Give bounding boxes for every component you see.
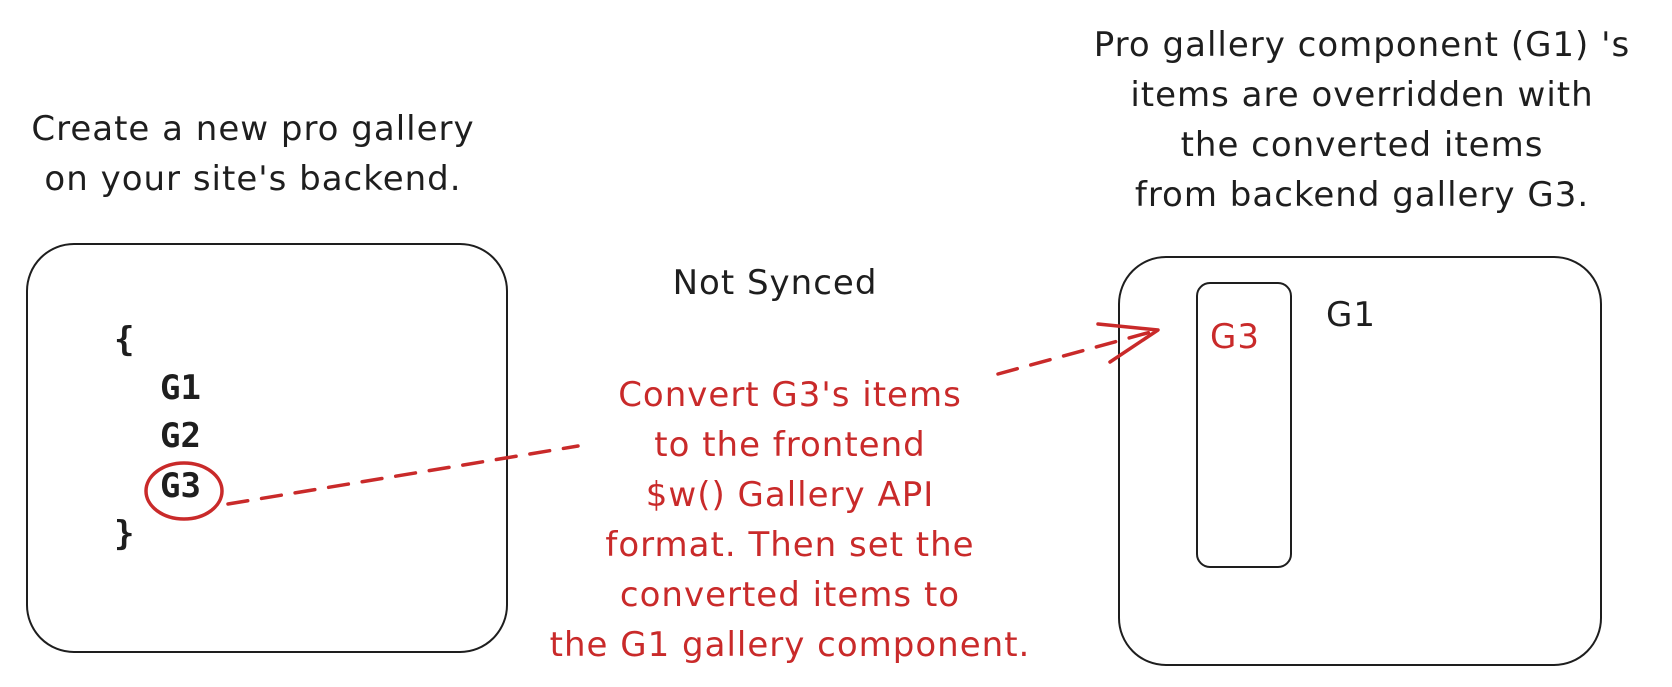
backend-gallery-box — [26, 243, 508, 653]
g1-gallery-component — [1196, 282, 1292, 568]
g3-items-label: G3 — [1210, 317, 1260, 357]
left-caption-line: on your site's backend. — [44, 159, 462, 199]
right-caption-line: the converted items — [1180, 125, 1544, 165]
instruction-line: format. Then set the — [605, 525, 975, 565]
frontend-page-box — [1118, 256, 1602, 666]
g1-component-label: G1 — [1326, 295, 1376, 335]
close-brace: } — [114, 514, 135, 554]
gallery-item-g3: G3 — [160, 466, 201, 506]
sync-status-label: Not Synced — [672, 263, 878, 303]
right-caption-line: items are overridden with — [1130, 75, 1594, 115]
instruction-line: to the frontend — [654, 425, 926, 465]
instruction-line: $w() Gallery API — [645, 475, 935, 515]
right-caption-line: from backend gallery G3. — [1134, 175, 1590, 215]
right-caption: Pro gallery component (G1) 's items are … — [1062, 20, 1662, 220]
open-brace: { — [114, 320, 135, 360]
instruction-line: Convert G3's items — [618, 375, 962, 415]
left-caption: Create a new pro gallery on your site's … — [18, 104, 488, 204]
gallery-item-g1: G1 — [160, 368, 201, 408]
instruction-line: the G1 gallery component. — [549, 625, 1031, 665]
left-caption-line: Create a new pro gallery — [31, 109, 475, 149]
conversion-instructions: Convert G3's items to the frontend $w() … — [520, 370, 1060, 670]
instruction-line: converted items to — [619, 575, 961, 615]
right-caption-line: Pro gallery component (G1) 's — [1093, 25, 1631, 65]
gallery-item-g2: G2 — [160, 416, 201, 456]
